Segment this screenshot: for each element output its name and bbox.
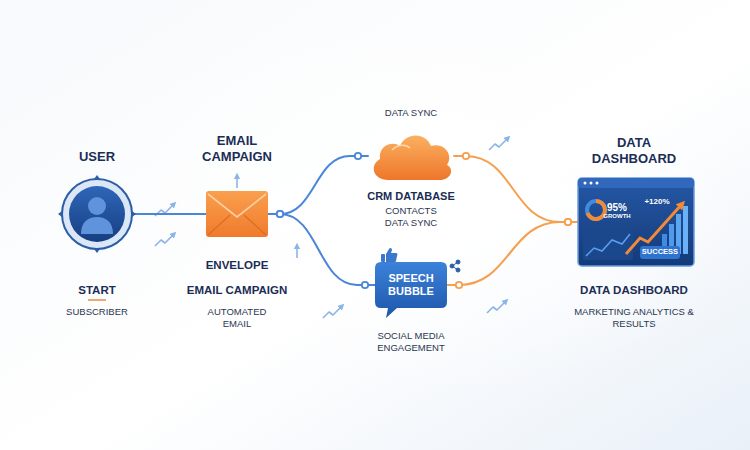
connector xyxy=(447,219,578,288)
connector-dot xyxy=(355,153,361,159)
envelope-fold xyxy=(208,215,266,235)
bubble-text: SPEECH BUBBLE xyxy=(378,272,444,298)
node-heading: USER xyxy=(52,149,142,165)
user-avatar: USERSTARTSUBSCRIBER xyxy=(61,178,133,250)
node-heading: DATA SYNC xyxy=(361,107,461,119)
connector-dot xyxy=(565,219,571,225)
trend-arrow xyxy=(487,301,506,313)
crm-cloud: DATA SYNCCRM DATABASECONTACTS DATA SYNC xyxy=(368,128,454,184)
share-dot xyxy=(456,260,460,264)
share-dot xyxy=(456,268,460,272)
node-subtitle: CONTACTS DATA SYNC xyxy=(379,205,444,229)
node-subtitle: SOCIAL MEDIA ENGAGEMENT xyxy=(369,330,453,354)
start-underline xyxy=(88,299,106,301)
connector-dot xyxy=(277,211,283,217)
node-caption: ENVELOPE xyxy=(182,258,292,272)
cloud-body xyxy=(374,135,451,180)
chart-panel xyxy=(583,228,633,260)
trend-arrow xyxy=(323,306,342,318)
bar xyxy=(683,206,688,254)
connector-dot xyxy=(463,153,469,159)
connector xyxy=(454,153,578,225)
thumbs-up-icon xyxy=(381,248,397,262)
node-caption: EMAIL CAMPAIGN xyxy=(172,283,302,297)
button-label: SUCCESS xyxy=(640,248,680,257)
share-icon xyxy=(450,260,460,272)
connector-dot xyxy=(277,211,283,217)
success-button xyxy=(640,246,680,259)
avatar-shape xyxy=(61,178,133,250)
avatar-body xyxy=(81,217,113,234)
email-envelope: EMAIL CAMPAIGNENVELOPEEMAIL CAMPAIGNAUTO… xyxy=(206,191,268,237)
trend-arrows xyxy=(155,138,508,318)
node-heading: DATA DASHBOARD xyxy=(584,135,684,167)
dashboard-bar xyxy=(578,178,694,188)
up-arrow xyxy=(236,176,238,188)
trend-arrow xyxy=(489,138,508,150)
trend-arrow xyxy=(155,234,174,246)
avatar-ring xyxy=(62,179,132,249)
node-subtitle: SUBSCRIBER xyxy=(47,306,147,318)
donut-arc xyxy=(588,201,605,219)
envelope-flap xyxy=(208,194,266,217)
connector xyxy=(133,214,206,215)
share-dot xyxy=(450,264,454,268)
background-glow xyxy=(90,20,750,420)
connector-line xyxy=(268,214,375,285)
bubble-body xyxy=(375,262,447,318)
connector xyxy=(268,153,368,217)
donut-chart xyxy=(587,201,605,219)
cloud-highlight xyxy=(392,145,410,150)
node-caption: DATA DASHBOARD xyxy=(554,283,714,297)
window-dot xyxy=(584,182,587,185)
node-subtitle: MARKETING ANALYTICS & RESULTS xyxy=(573,306,695,330)
connector-dot xyxy=(362,282,368,288)
connector-line xyxy=(268,156,368,214)
speech-bubble: SPEECH BUBBLESOCIAL MEDIA ENGAGEMENT xyxy=(375,262,447,308)
thumb-hand xyxy=(386,248,397,262)
avatar-nubs xyxy=(58,175,136,253)
cloud-shape xyxy=(368,128,454,184)
thumb-base xyxy=(381,254,385,262)
node-subtitle: AUTOMATED EMAIL xyxy=(197,306,277,330)
connector xyxy=(268,211,375,288)
line-chart xyxy=(586,234,630,256)
window-dot xyxy=(596,182,599,185)
metric-value: +120% xyxy=(640,197,674,206)
avatar-head xyxy=(88,197,106,215)
connector-line xyxy=(454,156,578,222)
envelope-shape xyxy=(206,191,268,237)
dashboard-frame xyxy=(578,178,694,266)
metric-caption: GROWTH xyxy=(600,213,634,220)
connector-line xyxy=(447,222,578,285)
window-dot xyxy=(590,182,593,185)
connector-dot xyxy=(456,282,462,288)
up-arrow xyxy=(296,246,298,258)
envelope-body xyxy=(206,191,268,237)
node-caption: CRM DATABASE xyxy=(346,189,476,203)
node-heading: EMAIL CAMPAIGN xyxy=(187,133,287,165)
connector-line xyxy=(133,213,206,215)
metric-value: 95% xyxy=(600,202,634,213)
avatar-disc xyxy=(69,186,125,242)
connector-dot xyxy=(565,219,571,225)
node-caption: START xyxy=(52,283,142,297)
